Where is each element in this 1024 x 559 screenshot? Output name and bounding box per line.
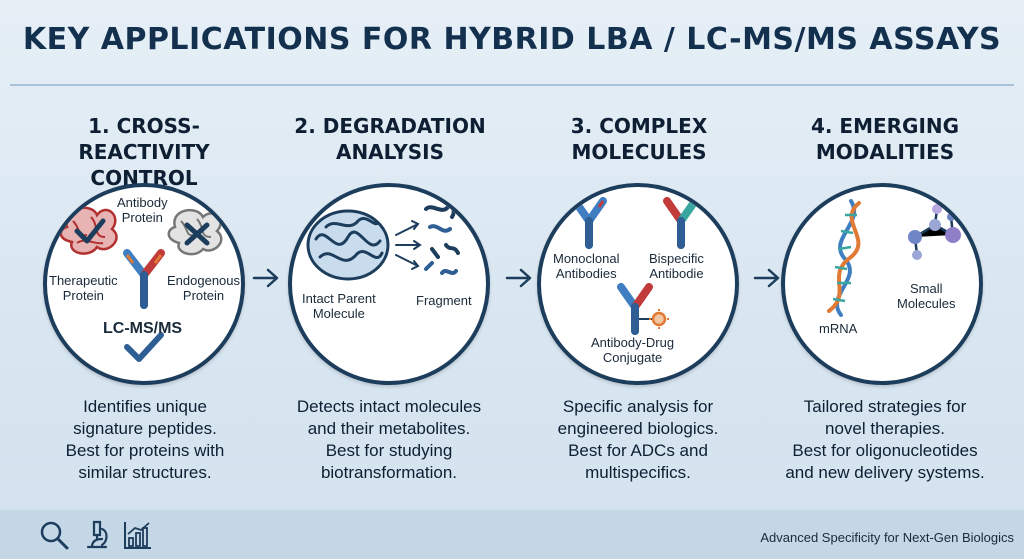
step-4-illustration: [827, 199, 961, 317]
step-4-circle: mRNA Small Molecules: [781, 183, 983, 385]
adc-icon: [617, 283, 669, 335]
protein-structure-icon: [306, 209, 390, 281]
step-3-heading-line-1: 3. COMPLEX: [570, 114, 708, 138]
protein-cross-icon: [167, 208, 223, 256]
lcms-label: LC-MS/MS: [103, 320, 183, 337]
step-2-heading-line-1: 2. DEGRADATION: [294, 114, 486, 138]
step-2-illustration: [306, 204, 460, 281]
step-2-description: Detects intact molecules and their metab…: [296, 397, 482, 482]
mrna-helix-icon: [827, 199, 861, 317]
step-3-heading-line-2: MOLECULES: [571, 140, 707, 164]
monoclonal-antibody-icon: [571, 197, 607, 249]
step-1-heading: 1. CROSS-REACTIVITY CONTROL: [24, 113, 264, 191]
small-molecule-icon: [908, 204, 961, 260]
step-4-heading-line-1: 4. EMERGING: [810, 114, 960, 138]
monoclonal-label: Monoclonal Antibodies: [553, 251, 620, 281]
checkmark-icon: [124, 332, 164, 362]
intact-molecule-label: Intact Parent Molecule: [302, 291, 376, 321]
antibody-protein-label: Antibody Protein: [117, 195, 168, 225]
step-3-circle: Monoclonal Antibodies Bispecific Antibod…: [537, 183, 739, 385]
endogenous-protein-label: Endogenous Protein: [167, 273, 241, 303]
step-1-heading-line-1: 1. CROSS-REACTIVITY: [78, 114, 210, 164]
arrow-2-icon: [505, 268, 532, 288]
adc-label: Antibody-Drug Conjugate: [591, 335, 675, 365]
bispecific-antibody-icon: [663, 197, 699, 249]
step-4-heading-line-2: MODALITIES: [815, 140, 955, 164]
step-1-circle: Antibody Protein Therapeutic Protein End…: [43, 183, 245, 385]
step-1-illustration: [59, 206, 223, 362]
chart-icon: [124, 522, 151, 549]
step-2-heading-line-2: ANALYSIS: [335, 140, 445, 164]
protein-check-icon: [59, 206, 118, 255]
fragment-label: Fragment: [416, 293, 472, 308]
step-3-heading: 3. COMPLEX MOLECULES: [519, 113, 759, 165]
antibody-icon: [123, 249, 165, 309]
step-2-circle: Intact Parent Molecule Fragment: [288, 183, 490, 385]
footer-tagline: Advanced Specificity for Next-Gen Biolog…: [760, 530, 1014, 545]
microscope-icon: [86, 520, 108, 549]
arrow-1-icon: [252, 268, 279, 288]
fragments-icon: [424, 204, 460, 275]
therapeutic-protein-label: Therapeutic Protein: [49, 273, 118, 303]
mrna-label: mRNA: [819, 321, 858, 336]
page-title: KEY APPLICATIONS FOR HYBRID LBA / LC-MS/…: [22, 22, 1002, 57]
arrow-3-icon: [753, 268, 780, 288]
footer-bar: Advanced Specificity for Next-Gen Biolog…: [0, 510, 1024, 559]
step-3-description: Specific analysis for engineered biologi…: [557, 397, 719, 482]
small-molecules-label: Small Molecules: [897, 281, 956, 311]
step-1-description: Identifies unique signature peptides. Be…: [65, 397, 225, 482]
step-4-heading: 4. EMERGING MODALITIES: [765, 113, 1005, 165]
arrows-icon: [395, 220, 422, 270]
magnifier-icon: [40, 521, 69, 550]
bispecific-label: Bispecific Antibodie: [649, 251, 704, 281]
step-3-illustration: [571, 197, 699, 335]
step-2-heading: 2. DEGRADATION ANALYSIS: [270, 113, 510, 165]
step-4-description: Tailored strategies for novel therapies.…: [785, 397, 985, 482]
title-divider: [10, 84, 1014, 86]
